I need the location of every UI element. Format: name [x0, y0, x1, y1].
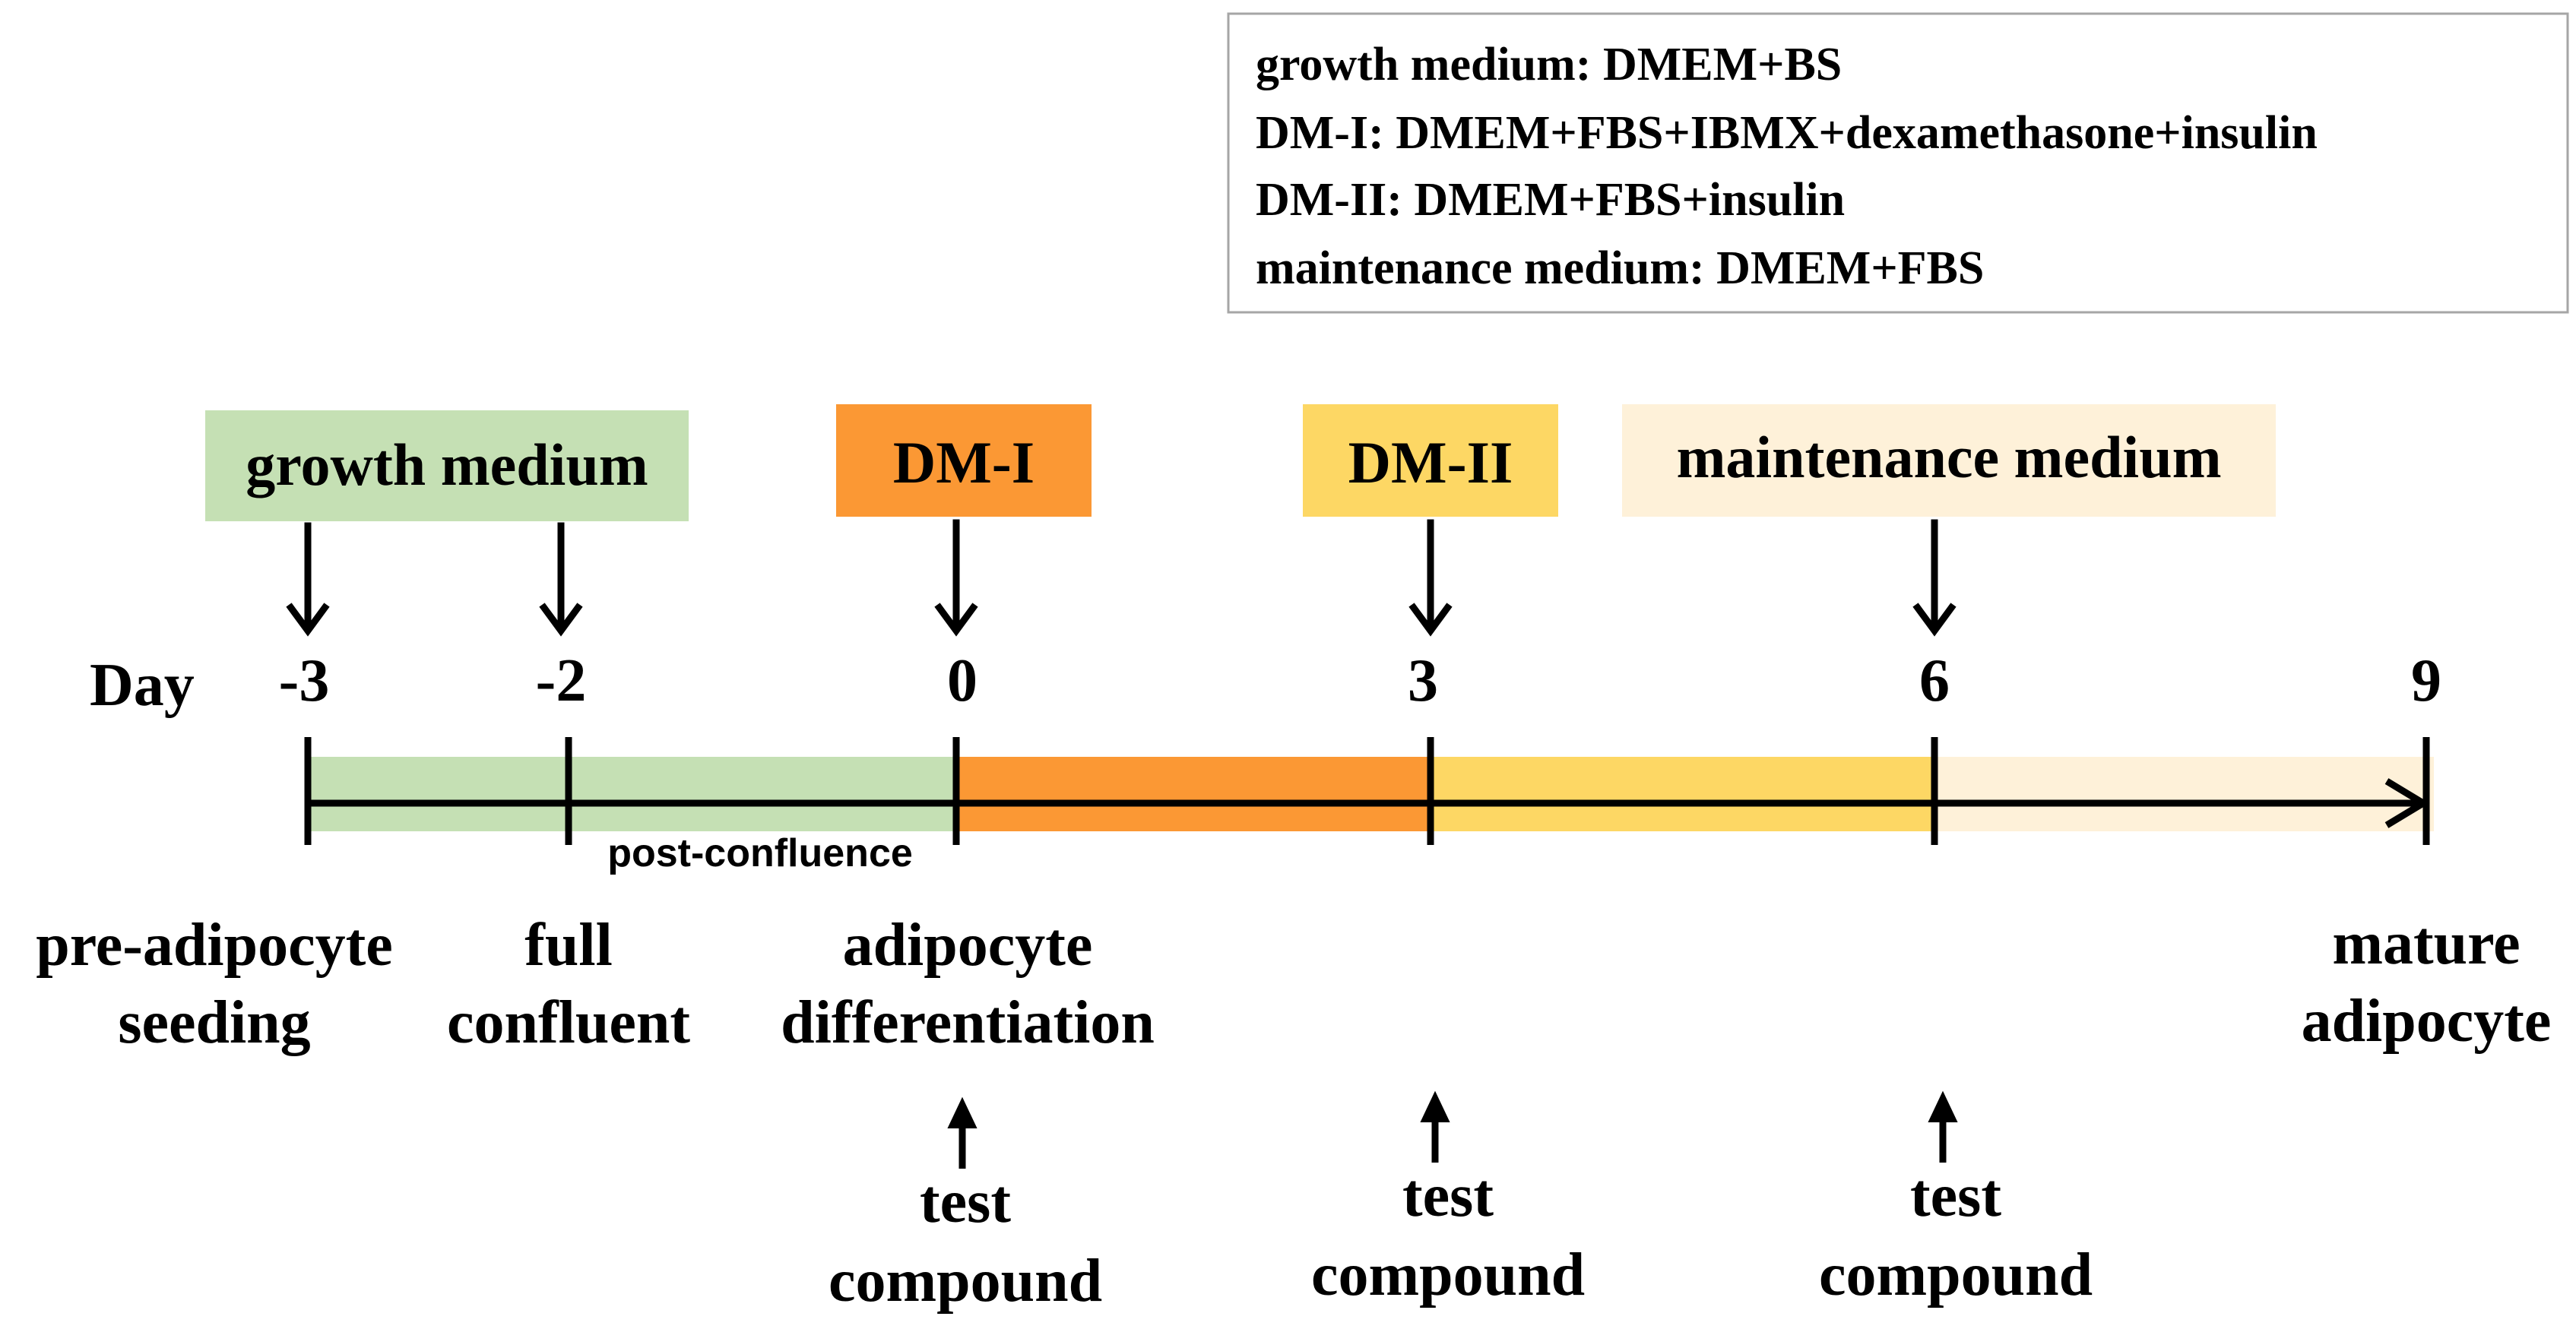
growth-medium-box: [205, 410, 689, 521]
test-compound-labels: test compound test compound test compoun…: [829, 1163, 2093, 1315]
day-tick-label-minus2: -2: [536, 647, 587, 714]
stage-confluent-line1: full: [524, 912, 613, 979]
media-legend: growth medium: DMEM+BS DM-I: DMEM+FBS+IB…: [1227, 12, 2569, 314]
legend-line-dm2: DM-II: DMEM+FBS+insulin: [1256, 174, 1845, 226]
maintenance-medium-label: maintenance medium: [1676, 424, 2221, 490]
growth-band: [308, 757, 956, 831]
down-arrow-day-minus3: [286, 522, 330, 637]
stage-seeding-line2: seeding: [118, 989, 310, 1056]
down-arrow-day-6: [1912, 519, 1957, 637]
stage-mature-line2: adipocyte: [2302, 988, 2552, 1055]
stage-seeding-line1: pre-adipocyte: [36, 912, 393, 979]
post-confluence-label: post-confluence: [607, 831, 913, 875]
timeline-bands: [308, 757, 2434, 831]
down-arrow-day-minus2: [539, 522, 583, 637]
legend-line-maintenance: maintenance medium: DMEM+FBS: [1256, 242, 1984, 294]
up-arrow-test-compound-day-3: [1420, 1090, 1450, 1163]
dm2-band: [1431, 757, 1934, 831]
media-arrows: [286, 519, 1957, 637]
test-compound-day-6-line1: test: [1910, 1163, 2001, 1229]
test-compound-day-0-line1: test: [920, 1169, 1011, 1236]
day-tick-label-6: 6: [1919, 647, 1950, 714]
down-arrow-day-3: [1408, 519, 1453, 637]
stage-confluent-line2: confluent: [447, 989, 690, 1056]
legend-line-dm1: DM-I: DMEM+FBS+IBMX+dexamethasone+insuli…: [1256, 107, 2318, 159]
day-tick-label-9: 9: [2411, 647, 2441, 714]
day-tick-label-minus3: -3: [279, 647, 330, 714]
stage-labels: pre-adipocyte seeding full confluent adi…: [36, 910, 2551, 1056]
day-axis-label: Day: [90, 652, 195, 719]
legend-border: [1227, 12, 2569, 314]
stage-mature-line1: mature: [2332, 910, 2520, 977]
day-tick-label-3: 3: [1408, 647, 1438, 714]
legend-line-growth: growth medium: DMEM+BS: [1256, 39, 1842, 90]
test-compound-day-0-line2: compound: [829, 1248, 1102, 1315]
maintenance-medium-box: [1622, 404, 2276, 517]
test-compound-day-3-line2: compound: [1311, 1242, 1585, 1308]
media-labels: growth medium DM-I DM-II maintenance med…: [205, 404, 2276, 521]
stage-differentiation-line1: adipocyte: [843, 912, 1093, 979]
down-arrow-day-0: [934, 519, 978, 637]
stage-differentiation-line2: differentiation: [781, 989, 1155, 1056]
maintenance-band: [1934, 757, 2434, 831]
day-labels: Day -3 -2 0 3 6 9: [90, 647, 2441, 719]
dm2-box: [1303, 404, 1558, 517]
test-compound-arrows: [947, 1090, 1958, 1169]
dm1-band: [956, 757, 1431, 831]
day-tick-label-0: 0: [947, 647, 977, 714]
dm2-label: DM-II: [1348, 429, 1513, 495]
test-compound-day-3-line1: test: [1402, 1163, 1494, 1229]
test-compound-day-6-line2: compound: [1819, 1242, 2093, 1308]
timeline-axis: [304, 737, 2430, 845]
dm1-label: DM-I: [893, 429, 1035, 495]
growth-medium-label: growth medium: [246, 432, 648, 498]
up-arrow-test-compound-day-6: [1928, 1090, 1958, 1163]
up-arrow-test-compound-day-0: [947, 1096, 977, 1169]
dm1-box: [836, 404, 1092, 517]
